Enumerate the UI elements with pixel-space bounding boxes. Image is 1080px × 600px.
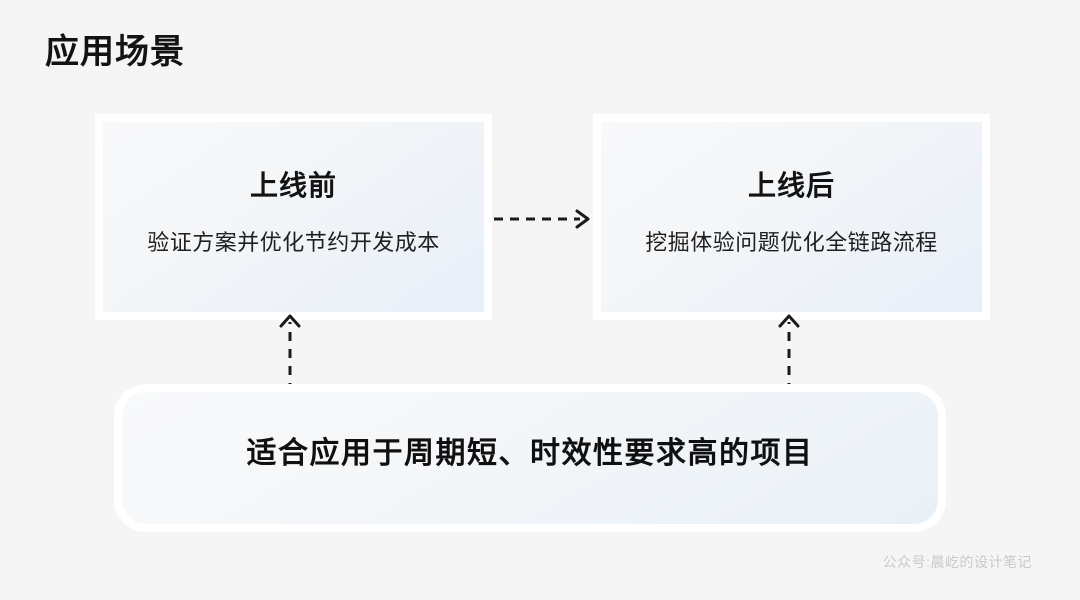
dashed-up-arrow-icon — [778, 314, 800, 392]
card-summary[interactable]: 适合应用于周期短、时效性要求高的项目 — [114, 384, 946, 532]
connector-summary-to-post — [769, 312, 809, 394]
dashed-right-arrow-icon — [494, 209, 590, 229]
card-pre-launch[interactable]: 上线前 验证方案并优化节约开发成本 — [95, 114, 492, 320]
card-post-launch[interactable]: 上线后 挖掘体验问题优化全链路流程 — [593, 114, 990, 320]
connector-pre-to-post — [492, 202, 594, 236]
card-pre-launch-body: 上线前 验证方案并优化节约开发成本 — [103, 122, 484, 312]
card-summary-body: 适合应用于周期短、时效性要求高的项目 — [122, 392, 938, 524]
card-post-launch-subtitle: 挖掘体验问题优化全链路流程 — [645, 229, 938, 255]
card-post-launch-body: 上线后 挖掘体验问题优化全链路流程 — [601, 122, 982, 312]
card-pre-launch-heading: 上线前 — [249, 169, 337, 201]
card-pre-launch-subtitle: 验证方案并优化节约开发成本 — [147, 229, 440, 255]
dashed-up-arrow-icon — [279, 314, 301, 392]
page-title: 应用场景 — [45, 33, 185, 71]
card-post-launch-heading: 上线后 — [747, 169, 835, 201]
card-summary-text: 适合应用于周期短、时效性要求高的项目 — [246, 436, 814, 470]
watermark: 公众号:晨屹的设计笔记 — [882, 554, 1032, 570]
connector-summary-to-pre — [270, 312, 310, 394]
